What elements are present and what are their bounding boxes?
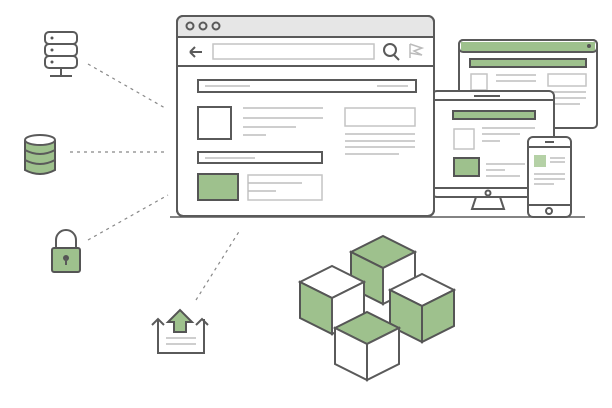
window-dot [211,21,221,31]
database-icon [24,134,56,175]
back-arrow-icon [189,46,202,58]
address-bar [212,43,375,60]
search-icon [383,43,400,61]
window-dot [185,21,195,31]
upload-icon [151,308,209,354]
flag-icon [409,43,425,58]
blocks-cluster [297,234,457,382]
block [387,272,457,344]
lock-icon [51,229,81,273]
smartphone [527,136,572,218]
block [332,310,402,382]
window-dot [198,21,208,31]
connector-lines [70,63,241,301]
server-icon [44,31,78,77]
browser-window [176,15,435,217]
